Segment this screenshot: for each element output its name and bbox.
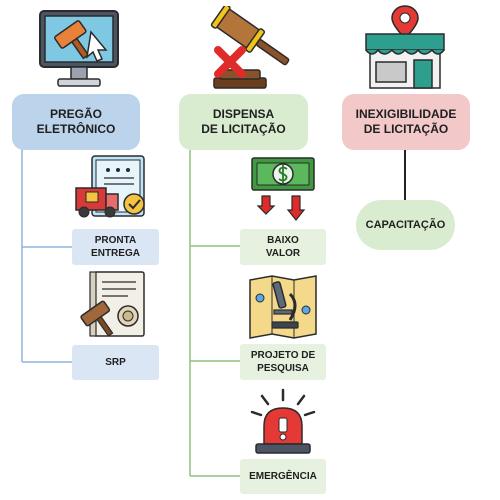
srp-box: SRP (72, 345, 159, 380)
computer-auction-gavel-icon (39, 10, 119, 87)
dispensa-licitacao-box: DISPENSA DE LICITAÇÃO (179, 94, 308, 150)
baixo-valor-box: BAIXO VALOR (240, 229, 326, 265)
capacitacao-label: CAPACITAÇÃO (365, 219, 446, 231)
pronta-entrega-label: PRONTA ENTREGA (91, 235, 140, 259)
emergencia-label: EMERGÊNCIA (249, 471, 317, 482)
emergencia-box: EMERGÊNCIA (240, 459, 326, 494)
inexigibilidade-licitacao-label: INEXIGIBILIDADE DE LICITAÇÃO (355, 107, 457, 136)
inexigibilidade-licitacao-box: INEXIGIBILIDADE DE LICITAÇÃO (342, 94, 470, 150)
storefront-location-pin-icon (365, 5, 445, 89)
research-microscope-map-icon (249, 275, 317, 339)
gavel-cross-icon (210, 6, 290, 89)
baixo-valor-label: BAIXO VALOR (265, 235, 301, 259)
capacitacao-box: CAPACITAÇÃO (356, 200, 455, 250)
srp-label: SRP (105, 357, 126, 368)
projeto-pesquisa-box: PROJETO DE PESQUISA (240, 344, 326, 380)
emergency-siren-icon (250, 388, 316, 454)
delivery-truck-document-icon (75, 155, 145, 218)
pronta-entrega-box: PRONTA ENTREGA (72, 229, 159, 265)
contract-stamp-gavel-icon (80, 271, 145, 337)
dispensa-licitacao-label: DISPENSA DE LICITAÇÃO (201, 107, 286, 136)
projeto-pesquisa-label: PROJETO DE PESQUISA (250, 350, 316, 374)
pregao-eletronico-label: PREGÃO ELETRÔNICO (36, 107, 116, 136)
money-down-arrows-icon (251, 157, 315, 221)
pregao-eletronico-box: PREGÃO ELETRÔNICO (12, 94, 140, 150)
